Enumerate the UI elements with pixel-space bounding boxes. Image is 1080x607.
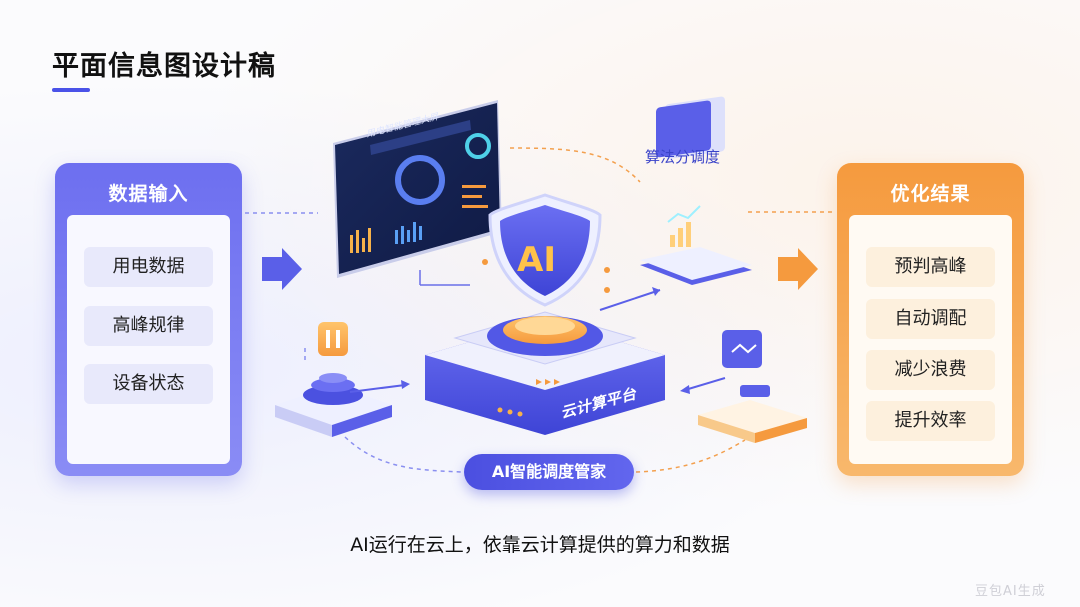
left-device-icon (275, 322, 392, 437)
input-item: 设备状态 (84, 364, 213, 404)
connector-lines (245, 147, 835, 473)
output-item: 预判高峰 (866, 247, 995, 287)
output-panel: 优化结果 预判高峰 自动调配 减少浪费 提升效率 (837, 163, 1024, 476)
right-device-icon (698, 330, 807, 443)
arrow-up-right-icon (599, 289, 661, 311)
arrow-right-blue-icon (262, 248, 302, 290)
arrow-right-orange-icon (778, 248, 818, 290)
algorithm-chart-icon (640, 96, 752, 285)
ai-manager-badge: AI智能调度管家 (464, 454, 634, 490)
ai-shield-icon (488, 193, 602, 307)
arrow-to-platform-right (684, 377, 726, 391)
output-item: 减少浪费 (866, 350, 995, 390)
output-panel-title: 优化结果 (890, 183, 971, 205)
algorithm-label: 算法分调度 (645, 148, 721, 166)
output-item: 提升效率 (866, 401, 995, 441)
page-title: 平面信息图设计稿 (52, 51, 276, 82)
dashboard-screen-icon (333, 100, 502, 286)
input-item: 高峰规律 (84, 306, 213, 346)
caption: AI运行在云上，依靠云计算提供的算力和数据 (350, 534, 730, 556)
watermark: 豆包AI生成 (975, 584, 1046, 599)
arrow-to-platform-left (349, 384, 406, 393)
output-panel-body: 预判高峰 自动调配 减少浪费 提升效率 (849, 215, 1012, 464)
cloud-platform-icon (425, 311, 665, 435)
input-panel-body: 用电数据 高峰规律 设备状态 (67, 215, 230, 464)
ai-badge: AI (517, 240, 556, 280)
input-panel: 数据输入 用电数据 高峰规律 设备状态 (55, 163, 242, 476)
output-item: 自动调配 (866, 299, 995, 339)
input-item: 用电数据 (84, 247, 213, 287)
title-underline (52, 88, 90, 92)
input-panel-title: 数据输入 (108, 183, 189, 205)
